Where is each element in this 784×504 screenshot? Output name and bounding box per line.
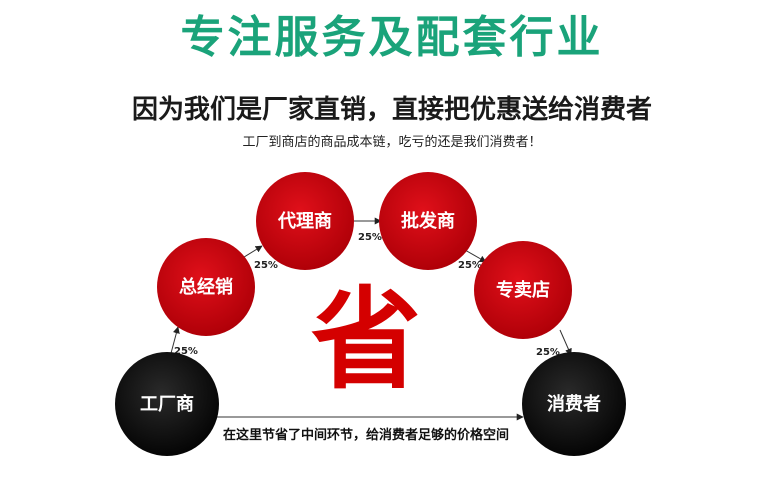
node-general-distributor <box>157 238 255 336</box>
node-general-distributor-label: 总经销 <box>179 276 233 298</box>
arrow-factory-general <box>169 326 180 358</box>
arrow-store-consumer <box>559 329 572 356</box>
page-subtitle: 因为我们是厂家直销，直接把优惠送给消费者 <box>131 95 652 125</box>
savings-note: 在这里节省了中间环节，给消费者足够的价格空间 <box>223 427 509 443</box>
tagline: 工厂到商店的商品成本链，吃亏的还是我们消费者！ <box>242 135 542 150</box>
node-wholesaler-label: 批发商 <box>401 210 455 232</box>
node-agent <box>256 172 354 270</box>
node-specialty-store-label: 专卖店 <box>496 279 550 301</box>
markup-label: 25% <box>458 260 482 271</box>
node-agent-label: 代理商 <box>277 210 332 232</box>
node-specialty-store <box>474 241 572 339</box>
node-factory <box>115 352 219 456</box>
markup-label: 25% <box>254 260 278 271</box>
markup-label: 25% <box>358 232 382 243</box>
markup-label: 25% <box>174 346 198 357</box>
page-title: 专注服务及配套行业 <box>180 12 604 63</box>
node-consumer <box>522 352 626 456</box>
node-factory-label: 工厂商 <box>140 393 194 415</box>
node-consumer-label: 消费者 <box>547 393 601 415</box>
node-wholesaler <box>379 172 477 270</box>
save-character: 省 <box>311 276 421 404</box>
markup-label: 25% <box>536 347 560 358</box>
